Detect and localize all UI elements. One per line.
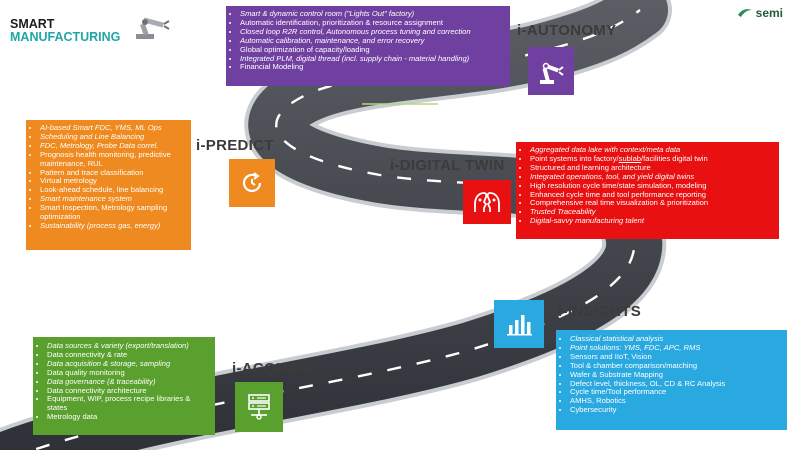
list-item: Scheduling and Line Balancing [40,132,187,142]
list-item: Look-ahead schedule, line balancing [40,185,187,195]
acquire-box: Data sources & variety (export/translati… [33,337,215,435]
list-item: Automatic identification, prioritization… [240,18,506,28]
list-item: Cycle time/Tool performance [570,388,783,397]
list-item: Integrated PLM, digital thread (incl. su… [240,54,506,64]
logo-title-line1: SMART [10,17,55,31]
list-item: Comprehensive real time visualization & … [530,199,775,208]
list-item: FDC, Metrology, Probe Data correl. [40,141,187,151]
digital-twin-label: i-DIGITAL TWIN [390,157,505,174]
list-item: Sensors and IIoT, Vision [570,352,783,362]
robot-arm-icon [540,62,564,84]
point-systems-text-b: /facilities digital twin [641,153,708,163]
insights-icon-box [494,300,544,348]
list-item: AMHS, Robotics [570,396,783,406]
refresh-clock-icon [242,172,262,192]
acquire-icon-box [235,382,283,432]
predict-list: AI-based Smart FDC, YMS, ML Ops Scheduli… [30,123,187,231]
digital-twin-box: Aggregated data lake with context/meta d… [516,142,779,239]
acquire-label: i-ACQUIRE [232,360,314,377]
list-item: Data quality monitoring [47,368,211,378]
list-item: Classical statistical analysis [570,334,783,344]
list-item: Data acquisition & storage, sampling [47,359,211,369]
autonomy-box: Smart & dynamic control room ("Lights Ou… [226,6,510,86]
insights-list: Classical statistical analysis Point sol… [560,334,783,415]
robot-arm-logo-icon [136,17,170,39]
list-item: Digital-savvy manufacturing talent [530,216,775,226]
server-rack-icon [248,394,270,420]
autonomy-label: i-AUTONOMY [517,22,617,39]
digital-twin-list: Aggregated data lake with context/meta d… [520,145,775,226]
list-item: Pattern and trace classification [40,168,187,178]
insights-box: Classical statistical analysis Point sol… [556,330,787,430]
logo-title-line2: MANUFACTURING [10,30,121,44]
list-item: Smart maintenance system [40,194,187,204]
list-item: Equipment, WIP, process recipe libraries… [47,395,211,413]
predict-box: AI-based Smart FDC, YMS, ML Ops Scheduli… [26,120,191,250]
list-item: Data governance (& traceability) [47,377,211,387]
semi-swoosh-icon [737,9,752,17]
smart-manufacturing-logo: SMART MANUFACTURING [10,18,120,44]
point-systems-sublab: sublab [618,153,642,163]
list-item: Data connectivity & rate [47,350,211,360]
list-item: Aggregated data lake with context/meta d… [530,145,775,155]
bar-chart-icon [507,315,532,336]
semi-brand-text: semi [755,6,783,20]
list-item: Closed loop R2R control, Autonomous proc… [240,27,506,37]
list-item: Metrology data [47,412,211,422]
predict-label: i-PREDICT [196,137,274,154]
autonomy-list: Smart & dynamic control room ("Lights Ou… [230,9,506,72]
list-item: Wafer & Substrate Mapping [570,370,783,380]
list-item: Cybersecurity [570,405,783,415]
list-item: Defect level, thickness, OL, CD & RC Ana… [570,379,783,389]
list-item: Enhanced cycle time and tool performance… [530,190,775,200]
list-item: High resolution cycle time/state simulat… [530,181,775,191]
acquire-list: Data sources & variety (export/translati… [37,341,211,422]
list-item: Integrated operations, tool, and yield d… [530,172,775,182]
list-item: Financial Modeling [240,63,506,72]
list-item: Structured and learning architecture [530,163,775,173]
list-item: Data sources & variety (export/translati… [47,341,211,351]
list-item: AI-based Smart FDC, YMS, ML Ops [40,123,187,133]
list-item: Global optimization of capacity/loading [240,45,506,55]
semi-brand: semi [737,6,783,20]
autonomy-icon-box [528,47,574,95]
digital-twin-icon-box [463,180,511,224]
list-item: Virtual metrology [40,177,187,186]
list-item: Smart Inspection, Metrology sampling opt… [40,203,187,222]
insights-label: i-INSIGHTS [558,303,642,320]
list-item: Automatic calibration, maintenance, and … [240,36,506,46]
twin-heads-icon [474,192,500,212]
list-item: Trusted Traceability [530,207,775,217]
list-item: Tool & chamber comparison/matching [570,361,783,371]
list-item: Smart & dynamic control room ("Lights Ou… [240,9,506,19]
list-item: Prognosis health monitoring, predictive … [40,150,187,169]
list-item-point-systems: Point systems into factory/sublab/facili… [530,153,775,164]
point-systems-text-a: Point systems into factory/ [530,153,619,163]
list-item: Data connectivity architecture [47,386,211,396]
list-item: Point solutions: YMS, FDC, APC, RMS [570,343,783,353]
list-item: Sustainability (process gas, energy) [40,221,187,231]
predict-icon-box [229,159,275,207]
